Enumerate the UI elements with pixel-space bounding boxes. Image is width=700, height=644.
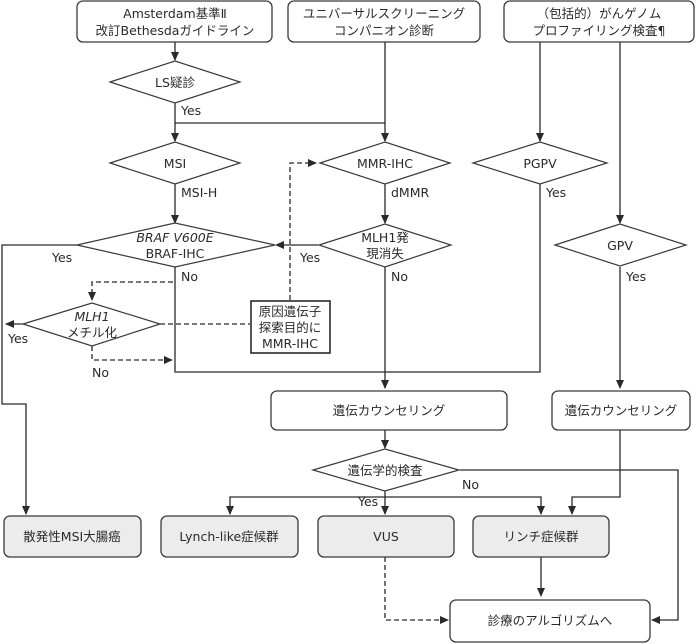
node-cause-gene-line2: 探索目的に [259,320,322,335]
node-msi: MSI [108,141,242,185]
node-universal-line2: コンパニオン診断 [334,23,434,38]
connectors [1,42,679,624]
node-amsterdam-line2: 改訂Bethesdaガイドライン [96,23,255,38]
node-cause-gene-line3: MMR-IHC [262,336,318,351]
node-vus-label: VUS [373,529,399,544]
node-gpv-label: GPV [607,238,633,253]
label-pgpv-yes: Yes [545,185,566,200]
node-braf-line1: BRAF V600E [136,230,213,245]
node-genome-line1: （包括的）がんゲノム [537,6,662,21]
label-braf-no: No [181,269,198,284]
label-methyl-no: No [92,365,109,380]
node-lynch: リンチ症候群 [472,515,610,558]
node-braf: BRAF V600E BRAF-IHC [76,222,276,268]
node-genetic-test: 遺伝学的検査 [310,448,462,492]
label-mlh1-loss-no: No [391,269,408,284]
label-methyl-yes: Yes [7,331,28,346]
node-mlh1-methyl-line2: メチル化 [67,325,118,340]
label-test-yes: Yes [357,494,378,509]
node-counseling-right: 遺伝カウンセリング [551,390,691,431]
node-mmr-ihc-label: MMR-IHC [357,156,413,171]
node-sporadic: 散発性MSI大腸癌 [3,515,142,558]
node-algorithm-label: 診療のアルゴリズムへ [488,613,613,628]
node-amsterdam: Amsterdam基準Ⅱ 改訂Bethesdaガイドライン [76,0,273,43]
label-test-no: No [462,477,479,492]
node-universal: ユニバーサルスクリーニング コンパニオン診断 [287,0,481,43]
edge-test-split [229,496,542,514]
node-counseling-main: 遺伝カウンセリング [270,390,508,431]
node-mmr-ihc: MMR-IHC [318,141,452,185]
node-pgpv-label: PGPV [523,156,557,171]
node-amsterdam-line1: Amsterdam基準Ⅱ [123,6,227,21]
label-msi-h: MSI-H [181,185,217,200]
node-lynch-label: リンチ症候群 [503,529,579,544]
node-vus: VUS [317,515,455,558]
edge-labels: Yes MSI-H dMMR Yes Yes No Yes No Yes Yes… [7,103,646,509]
node-cause-gene: 原因遺伝子 探索目的に MMR-IHC [250,300,331,354]
edge-pgpv-join [385,184,541,373]
node-genome-line2: プロファイリング検査¶ [533,23,666,38]
node-universal-line1: ユニバーサルスクリーニング [303,6,465,21]
node-sporadic-label: 散発性MSI大腸癌 [23,529,120,544]
edge-braf-no-methyl [88,281,173,301]
edge-braf-no [174,267,385,373]
node-lynch-like-label: Lynch-like症候群 [179,529,279,544]
edge-methyl-no [91,346,173,364]
node-counseling-right-label: 遺伝カウンセリング [565,403,678,418]
node-pgpv: PGPV [470,141,610,185]
edge-braf-sporadic [1,244,77,515]
node-algorithm: 診療のアルゴリズムへ [449,599,651,643]
edge-cause-mmr [289,159,317,300]
node-ls-suspect: LS疑診 [108,60,242,104]
node-cause-gene-line1: 原因遺伝子 [259,304,322,319]
node-mlh1-loss: MLH1発 現消失 [317,223,453,268]
node-ls-suspect-label: LS疑診 [155,75,195,90]
label-gpv-yes: Yes [625,269,646,284]
node-mlh1-methyl: MLH1 メチル化 [20,302,162,347]
node-msi-label: MSI [164,156,186,171]
edge-test-no-algorithm [460,469,679,624]
node-lynch-like: Lynch-like症候群 [160,515,299,558]
node-mlh1-loss-line2: 現消失 [366,246,404,261]
label-dmmr: dMMR [391,185,430,200]
edge-vus-algorithm [384,557,449,624]
node-genetic-test-label: 遺伝学的検査 [347,463,423,478]
node-mlh1-methyl-line1: MLH1 [74,309,109,324]
label-mlh1-loss-yes: Yes [299,250,320,265]
label-braf-yes: Yes [51,250,72,265]
node-counseling-main-label: 遺伝カウンセリング [333,403,446,418]
node-gpv: GPV [553,223,688,267]
edge-counseling-right-lynch [568,430,621,515]
node-mlh1-loss-line1: MLH1発 [361,230,409,245]
node-genome: （包括的）がんゲノム プロファイリング検査¶ [503,0,695,43]
label-ls-yes: Yes [180,103,201,118]
node-braf-line2: BRAF-IHC [146,246,205,261]
